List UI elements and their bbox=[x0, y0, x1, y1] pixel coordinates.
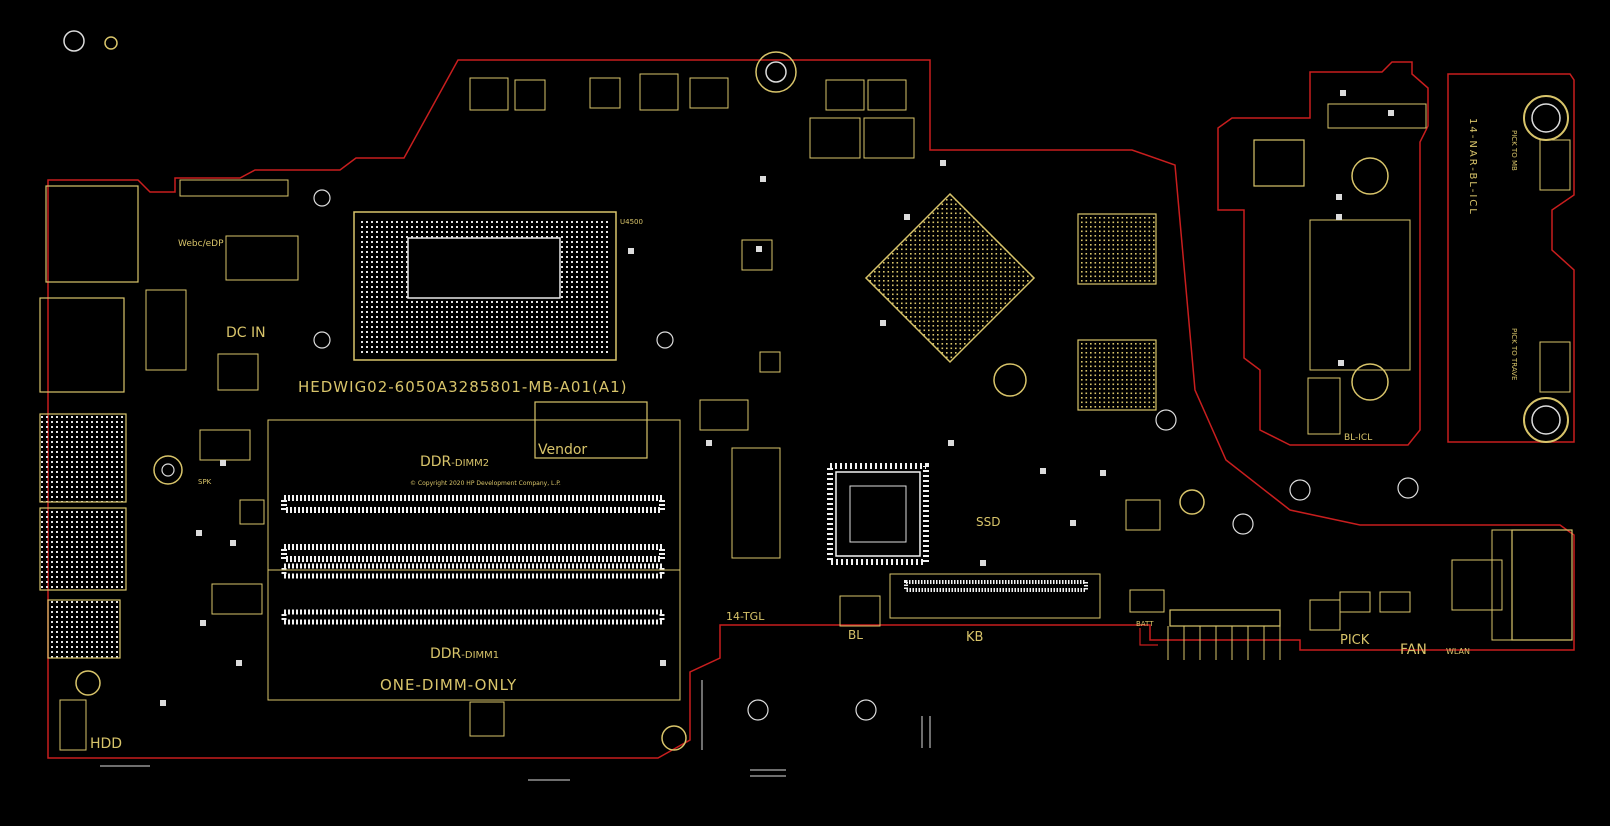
mounting-hole bbox=[1351, 363, 1389, 401]
mounting-hole bbox=[161, 463, 175, 477]
kb-connector-frame bbox=[889, 573, 1101, 619]
mounting-hole bbox=[993, 363, 1027, 397]
bottom-tab-outline bbox=[1139, 628, 1158, 646]
ddr-dimm1-label: DDR-DIMM1 bbox=[430, 646, 499, 662]
dc-in-label: DC IN bbox=[226, 325, 266, 341]
kb-label: KB bbox=[966, 630, 983, 645]
kb-connector bbox=[904, 580, 1088, 592]
one-dimm-only-label: ONE-DIMM-ONLY bbox=[380, 676, 517, 694]
small-components bbox=[59, 73, 1513, 751]
mounting-hole bbox=[661, 725, 687, 751]
main-board-outline bbox=[47, 59, 1575, 759]
memory-chip bbox=[1077, 213, 1157, 285]
vendor-box bbox=[534, 401, 648, 459]
mounting-hole bbox=[153, 455, 183, 485]
wlan-label: WLAN bbox=[1446, 647, 1470, 656]
mounting-hole bbox=[313, 331, 331, 349]
side-board-outline bbox=[1217, 61, 1429, 446]
usb-port bbox=[39, 507, 127, 591]
mounting-hole bbox=[313, 189, 331, 207]
mounting-hole bbox=[747, 699, 769, 721]
fan-label: FAN bbox=[1400, 642, 1427, 658]
pick-to-mb-top-label: PICK TO MB bbox=[1510, 130, 1518, 171]
tgl-label: 14-TGL bbox=[726, 610, 765, 623]
mounting-hole bbox=[1179, 489, 1205, 515]
connector bbox=[1253, 139, 1305, 187]
svg-text:U4500: U4500 bbox=[620, 218, 643, 226]
mounting-hole bbox=[1523, 397, 1569, 443]
hdd-label: HDD bbox=[90, 736, 122, 752]
bl-icl-label: BL-ICL bbox=[1344, 433, 1372, 443]
mounting-hole bbox=[855, 699, 877, 721]
cpu-footprint: U4500 bbox=[353, 211, 643, 361]
fiducial-circle bbox=[63, 30, 85, 52]
outline-stubs bbox=[100, 680, 931, 781]
qfp-chip bbox=[827, 463, 929, 565]
connector bbox=[1309, 219, 1411, 371]
vendor-label: Vendor bbox=[538, 442, 587, 458]
mounting-hole bbox=[1289, 479, 1311, 501]
bl-board-outline bbox=[1447, 73, 1575, 443]
ddr-dimm2-label: DDR-DIMM2 bbox=[420, 454, 489, 470]
mounting-hole bbox=[1155, 409, 1177, 431]
part-number-label: HEDWIG02-6050A3285801-MB-A01(A1) bbox=[298, 378, 628, 396]
side-board-title: 14-NAR-BL-ICL bbox=[1467, 118, 1478, 216]
mounting-hole bbox=[1232, 513, 1254, 535]
copyright-label: © Copyright 2020 HP Development Company,… bbox=[410, 480, 561, 487]
bl-label: BL bbox=[848, 628, 863, 642]
mounting-hole bbox=[656, 331, 674, 349]
battery-connector bbox=[1167, 609, 1281, 660]
mounting-hole bbox=[75, 670, 101, 696]
connector bbox=[1327, 103, 1427, 129]
connector bbox=[1539, 139, 1571, 191]
batt-label: BATT bbox=[1136, 620, 1154, 628]
memory-chip bbox=[1077, 339, 1157, 411]
connector bbox=[1539, 341, 1571, 393]
small-pads bbox=[160, 90, 1394, 706]
spk-label: SPK bbox=[198, 478, 212, 486]
usb-port bbox=[45, 185, 139, 283]
webcam-edp-label: Webc/eDP bbox=[178, 239, 224, 249]
mounting-hole bbox=[1397, 477, 1419, 499]
audio-port bbox=[47, 599, 121, 659]
mounting-hole bbox=[1531, 103, 1561, 133]
mounting-hole bbox=[755, 51, 797, 93]
bga-chip bbox=[864, 192, 1036, 364]
mounting-hole bbox=[1351, 157, 1389, 195]
dimm1-slot bbox=[267, 563, 681, 701]
pick-label: PICK bbox=[1340, 633, 1370, 648]
ssd-label: SSD bbox=[976, 515, 1000, 529]
fiducial-circle bbox=[104, 36, 118, 50]
usb-port bbox=[39, 413, 127, 503]
mounting-hole bbox=[1531, 405, 1561, 435]
pick-to-mb-bottom-label: PICK TO TRAVE bbox=[1510, 328, 1518, 380]
connector bbox=[1307, 377, 1341, 435]
hdmi-port bbox=[39, 297, 125, 393]
